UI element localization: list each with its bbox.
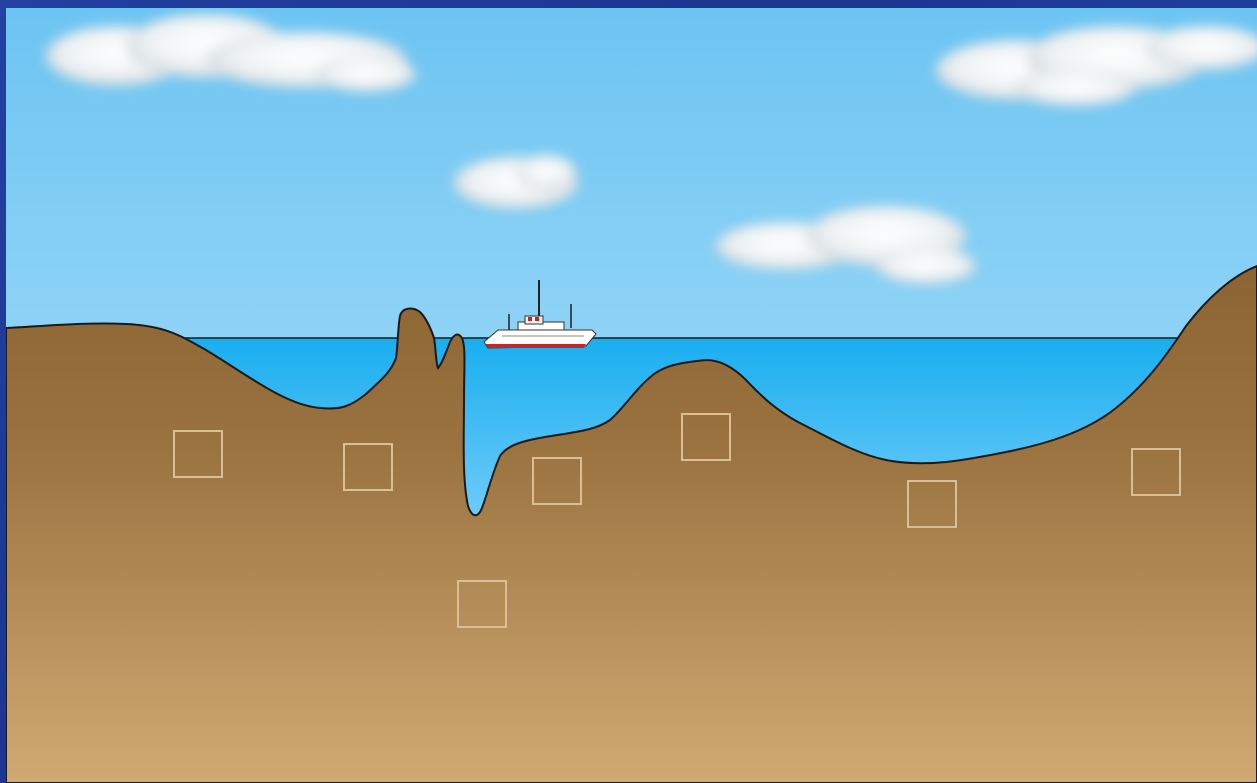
diagram-canvas [6, 8, 1257, 783]
ocean-floor-diagram [6, 8, 1257, 783]
